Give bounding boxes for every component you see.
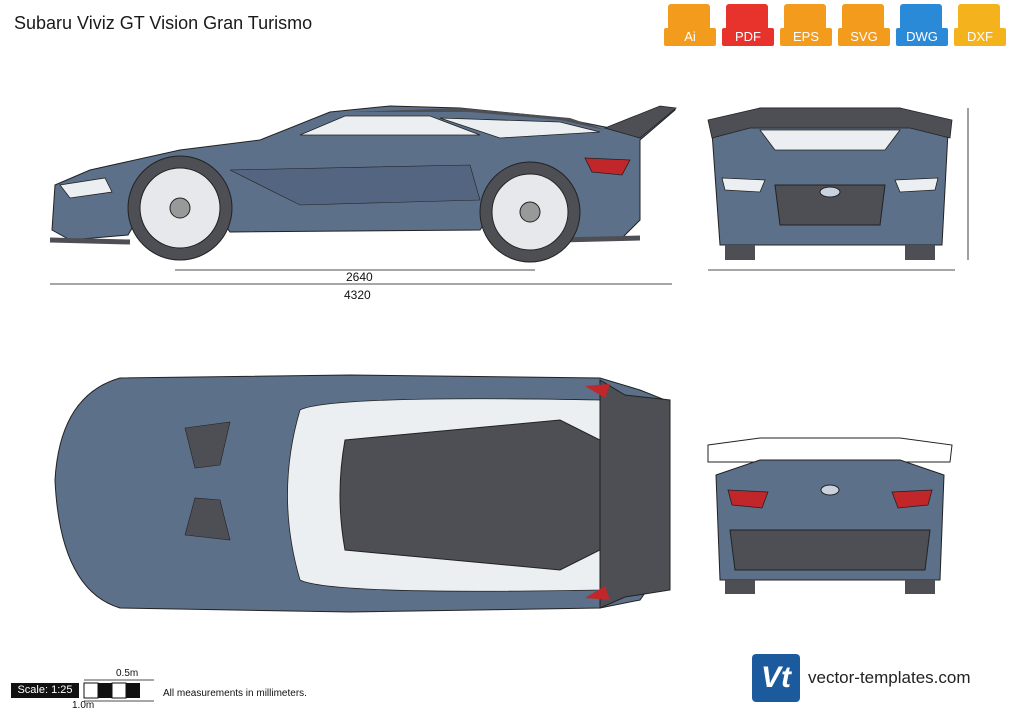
top-view (54, 374, 671, 613)
format-svg-button[interactable]: SVG (838, 4, 890, 50)
format-pdf-button[interactable]: PDF (722, 4, 774, 50)
measurement-note: All measurements in millimeters. (163, 688, 307, 699)
format-dxf-label: DXF (954, 28, 1006, 46)
brand-site[interactable]: vector-templates.com (808, 668, 971, 687)
format-buttons: Ai PDF EPS SVG DWG DXF (664, 4, 1006, 50)
page-title: Subaru Viviz GT Vision Gran Turismo (14, 13, 313, 33)
brand-footer: Vt vector-templates.com (752, 654, 971, 702)
scale-full-label: 1.0m (72, 700, 95, 711)
format-dwg-label: DWG (896, 28, 948, 46)
scale-half-label: 0.5m (116, 668, 139, 679)
format-eps-label: EPS (780, 28, 832, 46)
scale-bar (83, 679, 154, 702)
format-dwg-button[interactable]: DWG (896, 4, 948, 50)
format-ai-label: Ai (664, 28, 716, 46)
format-dxf-button[interactable]: DXF (954, 4, 1006, 50)
side-view: 2640 4320 (49, 105, 677, 302)
length-label: 4320 (344, 288, 371, 302)
scale-label: Scale: 1:25 (11, 683, 79, 698)
format-pdf-label: PDF (722, 28, 774, 46)
wheelbase-label: 2640 (346, 270, 373, 284)
format-svg-label: SVG (838, 28, 890, 46)
front-view (707, 107, 969, 271)
vt-logo-icon: Vt (752, 654, 800, 702)
rear-view (707, 437, 953, 594)
format-ai-button[interactable]: Ai (664, 4, 716, 50)
format-eps-button[interactable]: EPS (780, 4, 832, 50)
